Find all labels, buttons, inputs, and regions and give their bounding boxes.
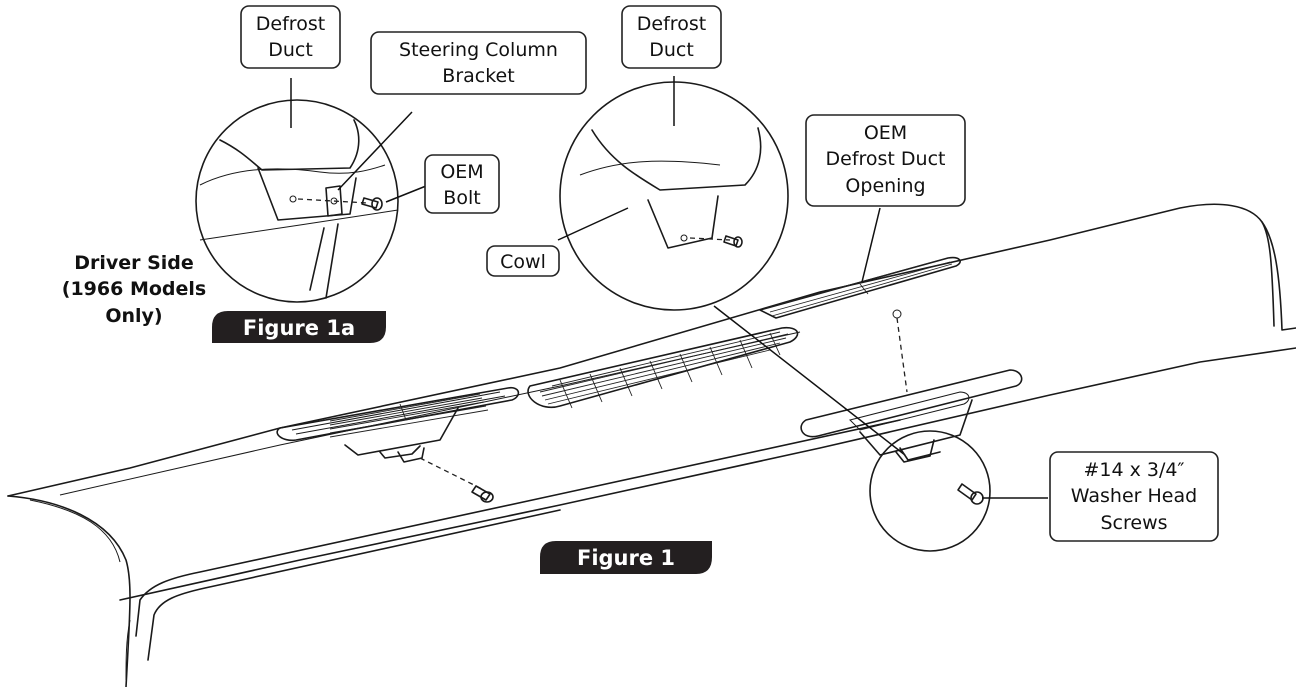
figure-tag-text: Figure 1a: [243, 316, 355, 340]
callout-text: #14 x 3/4″: [1083, 459, 1184, 481]
callout-text: Washer Head: [1071, 485, 1197, 507]
oem-bolt-icon: [361, 197, 383, 211]
driver-side-note: Driver Side (1966 Models Only): [62, 252, 206, 327]
callout-washer-head-screws: #14 x 3/4″ Washer Head Screws: [1049, 451, 1219, 542]
callout-oem-defrost-duct-opening: OEM Defrost Duct Opening: [805, 114, 966, 207]
dash-panel: [7, 203, 1296, 687]
left-bolt-icon: [471, 485, 494, 503]
callout-oem-bolt: OEM Bolt: [424, 154, 500, 214]
washer-head-screw-icon: [957, 483, 984, 505]
oem-opening-leader: [861, 207, 881, 283]
middle-screw-icon: [723, 235, 743, 248]
callout-text: OEM: [864, 122, 907, 144]
callout-text: OEM: [440, 161, 483, 183]
callout-steering-column-bracket: Steering Column Bracket: [370, 31, 587, 95]
callout-text: Steering Column: [399, 39, 558, 61]
figure-tag-text: Figure 1: [577, 546, 675, 570]
callout-text: Defrost: [637, 13, 706, 35]
callout-text: Cowl: [500, 251, 546, 273]
left-defrost-vent: [276, 386, 520, 503]
figure-1a-magnifier: [195, 78, 427, 303]
callout-text: Defrost Duct: [826, 148, 946, 170]
note-text: Only): [105, 305, 162, 327]
figure-1-tag: Figure 1: [540, 541, 712, 574]
callout-defrost-duct-middle: Defrost Duct: [621, 5, 722, 69]
callout-text: Defrost: [256, 13, 325, 35]
screws-magnifier: [869, 430, 1048, 552]
right-defrost-vent: [800, 309, 1023, 463]
callout-text: Screws: [1100, 512, 1167, 534]
callout-defrost-duct-left: Defrost Duct: [240, 5, 341, 69]
callout-text: Duct: [268, 39, 313, 61]
steering-bracket-part: [309, 185, 343, 299]
note-text: (1966 Models: [62, 278, 206, 300]
callout-text: Bracket: [442, 65, 514, 87]
oem-duct-opening-grille: [759, 256, 961, 319]
middle-magnifier: [557, 76, 906, 456]
cowl-grille: [527, 326, 799, 409]
note-text: Driver Side: [74, 252, 194, 274]
callout-text: Bolt: [443, 187, 480, 209]
callout-cowl: Cowl: [486, 245, 560, 277]
figure-1a-tag: Figure 1a: [212, 311, 386, 343]
callout-text: Duct: [649, 39, 694, 61]
callout-text: Opening: [845, 175, 925, 197]
